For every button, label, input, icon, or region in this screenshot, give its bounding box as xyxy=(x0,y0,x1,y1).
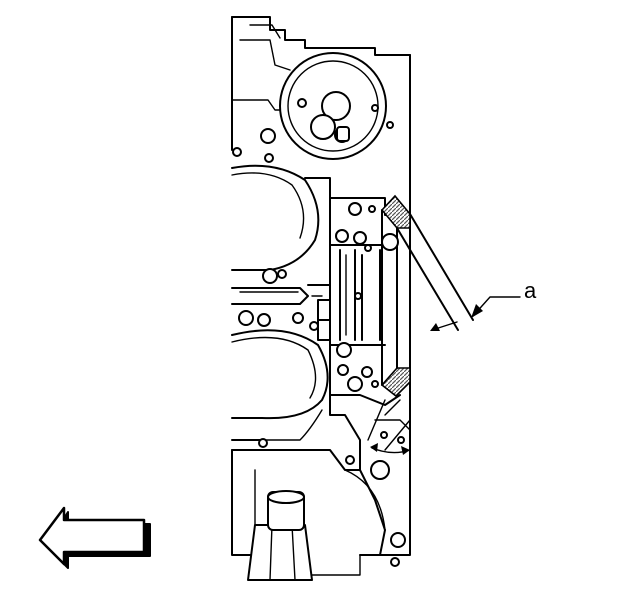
bolt-holes xyxy=(232,121,406,567)
bottom-stud xyxy=(247,490,313,581)
measurement-lines xyxy=(367,213,521,455)
camshaft-gear xyxy=(279,52,387,160)
gasket-strips xyxy=(380,194,411,398)
callout-label-a: a xyxy=(524,278,537,303)
arrow-left-icon xyxy=(38,506,151,569)
